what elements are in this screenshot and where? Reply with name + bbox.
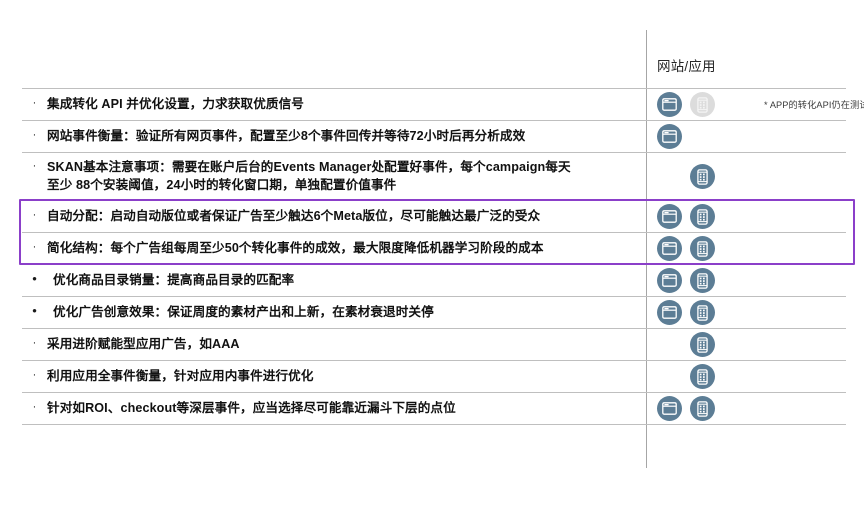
row-channel-icons [646, 233, 764, 264]
row-channel-icons [646, 89, 764, 120]
table-row: · 网站事件衡量：验证所有网页事件，配置至少8个事件回传并等待72小时后再分析成效 [22, 120, 846, 152]
row-label: 利用应用全事件衡量，针对应用内事件进行优化 [47, 368, 314, 383]
table-row: · 利用应用全事件衡量，针对应用内事件进行优化 [22, 360, 846, 392]
table-row: · 简化结构：每个广告组每周至少50个转化事件的成效，最大限度降低机器学习阶段的成… [22, 232, 846, 264]
recommendations-table: · 集成转化 API 并优化设置，力求获取优质信号 * APP的转化API仍在测试中… [22, 88, 864, 425]
browser-icon-empty-slot [657, 164, 682, 189]
row-channel-icons [646, 297, 764, 328]
row-channel-icons [646, 393, 764, 424]
bullet-icon: · [32, 208, 37, 221]
browser-window-icon [657, 236, 682, 261]
table-row: · 采用进阶赋能型应用广告，如AAA [22, 328, 846, 360]
table-row: · 集成转化 API 并优化设置，力求获取优质信号 * APP的转化API仍在测试中 [22, 88, 864, 120]
browser-icon-empty-slot [657, 364, 682, 389]
row-text-cell: • 优化广告创意效果：保证周度的素材产出和上新，在素材衰退时关停 [22, 298, 646, 328]
mobile-phone-icon [690, 396, 715, 421]
row-channel-icons [646, 265, 764, 296]
column-header-website-app: 网站/应用 [657, 59, 716, 74]
row-label: 采用进阶赋能型应用广告，如AAA [47, 336, 240, 351]
row-label: 针对如ROI、checkout等深层事件，应当选择尽可能靠近漏斗下层的点位 [47, 400, 456, 415]
table-row: • 优化商品目录销量：提高商品目录的匹配率 [22, 264, 846, 296]
bullet-icon: · [32, 400, 37, 413]
bullet-icon: • [32, 270, 37, 286]
browser-icon-empty-slot [657, 332, 682, 357]
mobile-phone-icon [690, 164, 715, 189]
row-label: 网站事件衡量：验证所有网页事件，配置至少8个事件回传并等待72小时后再分析成效 [47, 128, 526, 143]
row-text-cell: · 自动分配：启动自动版位或者保证广告至少触达6个Meta版位，尽可能触达最广泛的… [22, 202, 646, 232]
row-text-cell: · 利用应用全事件衡量，针对应用内事件进行优化 [22, 362, 646, 392]
bullet-icon: · [32, 96, 37, 109]
row-label: 优化商品目录销量：提高商品目录的匹配率 [53, 272, 295, 287]
row-channel-icons [646, 161, 764, 192]
mobile-phone-icon [690, 204, 715, 229]
mobile-phone-icon [690, 268, 715, 293]
bullet-icon: · [32, 240, 37, 253]
row-channel-icons [646, 201, 764, 232]
browser-window-icon [657, 300, 682, 325]
bullet-icon: • [32, 302, 37, 318]
row-text-cell: · 简化结构：每个广告组每周至少50个转化事件的成效，最大限度降低机器学习阶段的成… [22, 234, 646, 264]
row-text-cell: · 针对如ROI、checkout等深层事件，应当选择尽可能靠近漏斗下层的点位 [22, 394, 646, 424]
table-row: • 优化广告创意效果：保证周度的素材产出和上新，在素材衰退时关停 [22, 296, 846, 328]
column-divider [646, 30, 647, 468]
row-channel-icons [646, 361, 764, 392]
row-text-cell: · SKAN基本注意事项：需要在账户后台的Events Manager处配置好事件… [22, 153, 646, 200]
bullet-icon: · [32, 160, 37, 172]
row-text-cell: · 网站事件衡量：验证所有网页事件，配置至少8个事件回传并等待72小时后再分析成效 [22, 122, 646, 152]
browser-window-icon [657, 92, 682, 117]
mobile-phone-icon [690, 332, 715, 357]
row-footnote: * APP的转化API仍在测试中 [764, 99, 864, 110]
phone-icon-empty-slot [690, 124, 715, 149]
browser-window-icon [657, 396, 682, 421]
table-header: 网站/应用 [0, 0, 864, 88]
row-channel-icons [646, 329, 764, 360]
row-text-cell: • 优化商品目录销量：提高商品目录的匹配率 [22, 266, 646, 296]
row-label: 集成转化 API 并优化设置，力求获取优质信号 [47, 96, 304, 111]
table-row: · SKAN基本注意事项：需要在账户后台的Events Manager处配置好事件… [22, 152, 846, 200]
browser-window-icon [657, 124, 682, 149]
bullet-icon: · [32, 368, 37, 381]
row-channel-icons [646, 121, 764, 152]
browser-window-icon [657, 268, 682, 293]
row-text-cell: · 采用进阶赋能型应用广告，如AAA [22, 330, 646, 360]
table-row: · 针对如ROI、checkout等深层事件，应当选择尽可能靠近漏斗下层的点位 [22, 392, 846, 425]
mobile-phone-icon [690, 300, 715, 325]
mobile-phone-icon [690, 364, 715, 389]
bullet-icon: · [32, 128, 37, 141]
mobile-phone-icon [690, 236, 715, 261]
row-label: 简化结构：每个广告组每周至少50个转化事件的成效，最大限度降低机器学习阶段的成本 [47, 240, 544, 255]
browser-window-icon [657, 204, 682, 229]
mobile-phone-icon [690, 92, 715, 117]
table-row: · 自动分配：启动自动版位或者保证广告至少触达6个Meta版位，尽可能触达最广泛的… [22, 200, 846, 232]
row-label: 优化广告创意效果：保证周度的素材产出和上新，在素材衰退时关停 [53, 304, 434, 319]
row-label: SKAN基本注意事项：需要在账户后台的Events Manager处配置好事件，… [47, 160, 571, 192]
row-label: 自动分配：启动自动版位或者保证广告至少触达6个Meta版位，尽可能触达最广泛的受… [47, 208, 541, 223]
bullet-icon: · [32, 336, 37, 349]
row-text-cell: · 集成转化 API 并优化设置，力求获取优质信号 [22, 90, 646, 120]
